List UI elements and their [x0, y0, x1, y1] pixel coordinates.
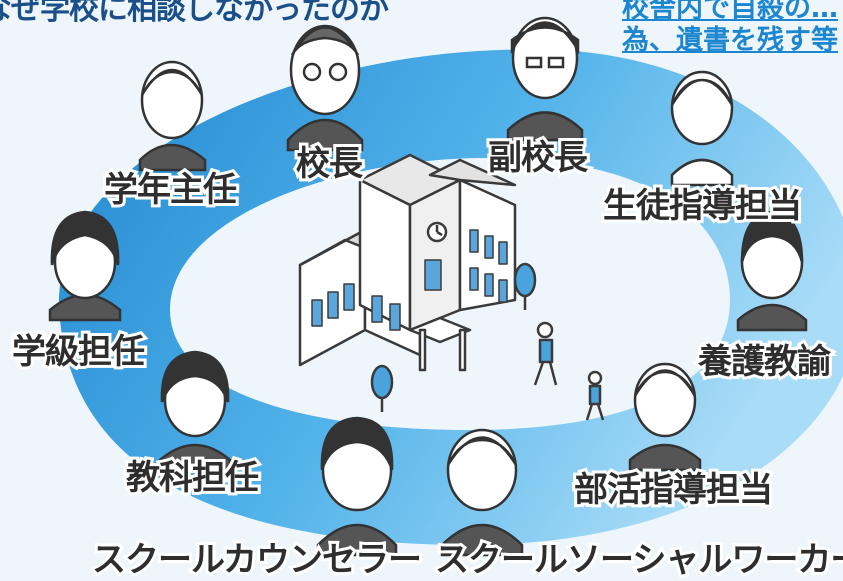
- club-advisor-avatar: [628, 362, 702, 472]
- label-school-counselor: スクールカウンセラー: [89, 537, 425, 581]
- label-school-nurse: 養護教諭: [695, 339, 834, 385]
- school-counselor-avatar: [316, 416, 398, 557]
- school-social-worker-avatar: [440, 428, 524, 557]
- student-guidance-avatar: [670, 70, 734, 187]
- label-vice-principal: 副校長: [485, 135, 591, 181]
- subject-teacher-avatar: [158, 350, 232, 472]
- grade-head-avatar: [138, 60, 207, 172]
- school-building-icon: [298, 153, 605, 421]
- label-principal: 校長: [293, 141, 366, 187]
- vice-principal-avatar: [506, 16, 584, 142]
- link-text-line2[interactable]: 為、遺書を残す等: [622, 25, 838, 56]
- link-text-line1[interactable]: 校舎内で自殺の…: [622, 0, 838, 24]
- label-homeroom-teacher: 学級担任: [9, 329, 148, 375]
- label-grade-head: 学年主任: [101, 167, 240, 213]
- top-caption: なぜ学校に相談しなかったのか: [0, 0, 389, 27]
- principal-avatar: [286, 24, 364, 152]
- school-nurse-avatar: [736, 210, 808, 332]
- label-school-social-worker: スクールソーシャルワーカー: [432, 537, 843, 581]
- label-student-guidance: 生徒指導担当: [600, 183, 805, 229]
- homeroom-teacher-avatar: [48, 210, 122, 322]
- label-subject-teacher: 教科担任: [123, 455, 262, 501]
- label-club-advisor: 部活指導担当: [571, 467, 776, 513]
